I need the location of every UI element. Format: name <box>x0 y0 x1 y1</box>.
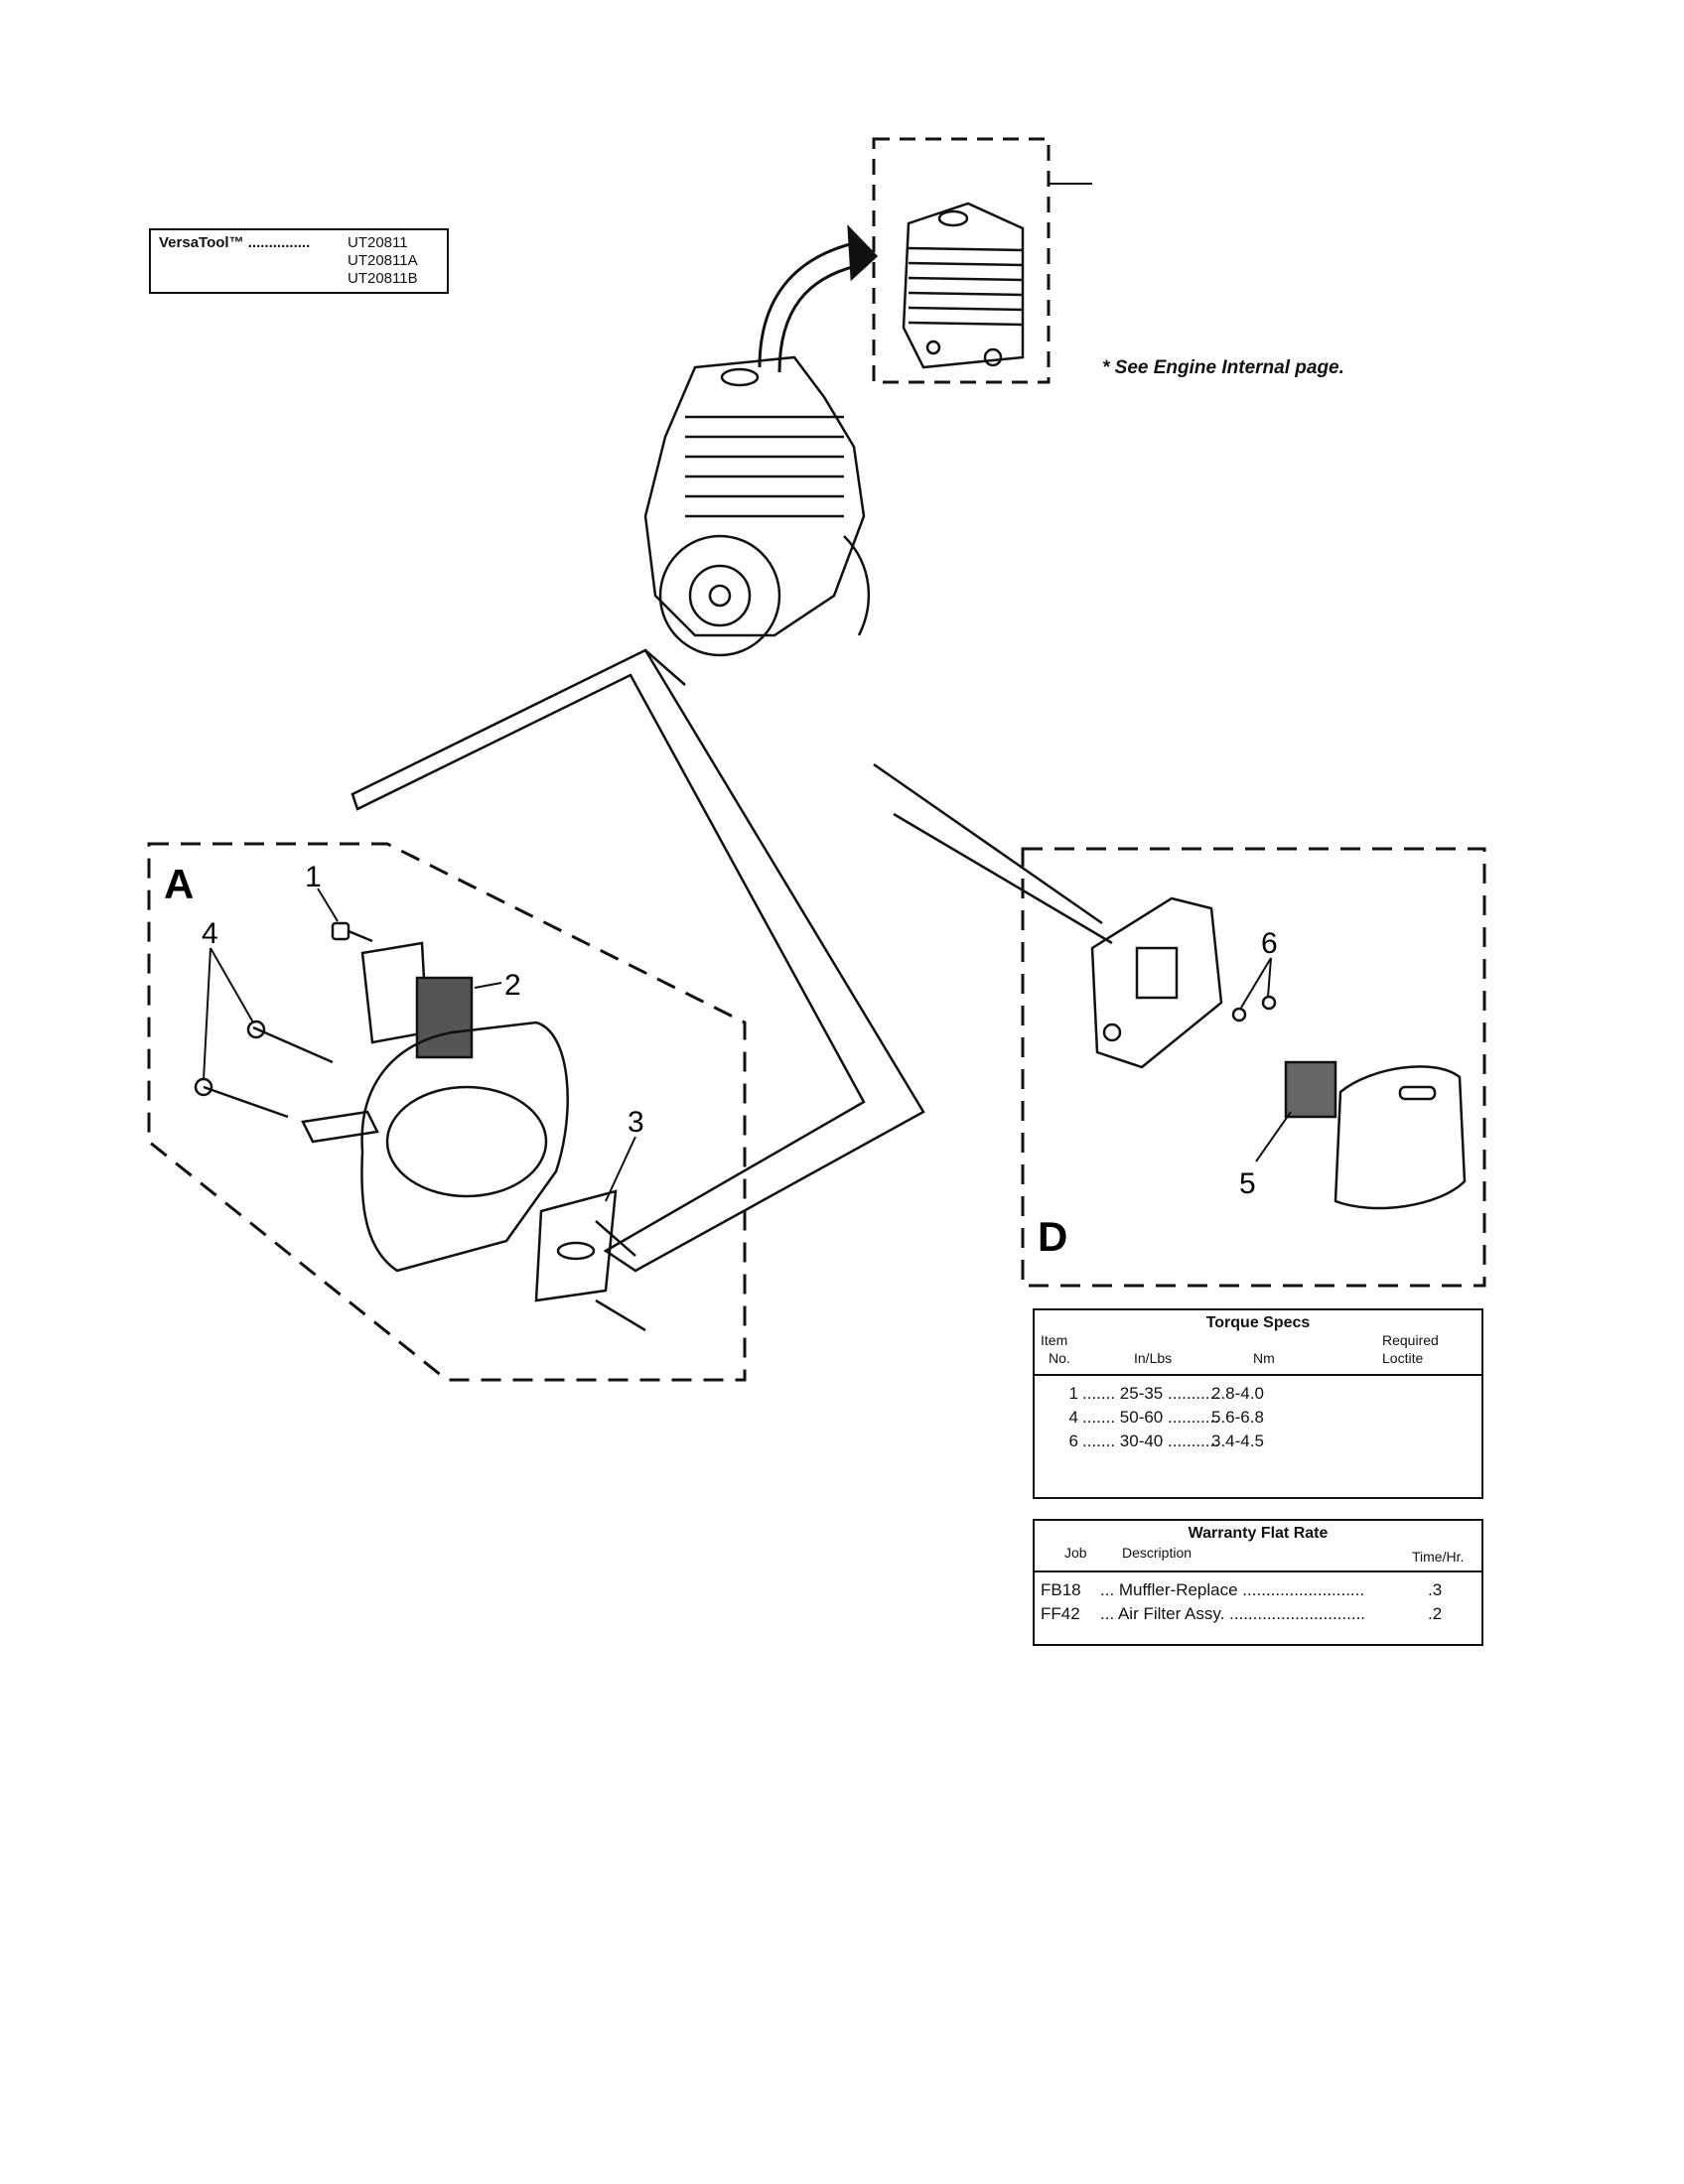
torque-item: 6 <box>1068 1432 1078 1450</box>
warranty-description: ... Muffler-Replace ....................… <box>1100 1580 1365 1599</box>
section-a-outline: A <box>147 842 747 1382</box>
warranty-table: Warranty Flat Rate Job Description Time/… <box>1033 1519 1483 1646</box>
header-time: Time/Hr. <box>1412 1549 1465 1565</box>
header-in-lbs: In/Lbs <box>1134 1350 1173 1366</box>
connection-lines <box>351 648 1113 1332</box>
leader-lines <box>203 887 1292 1202</box>
torque-specs-title: Torque Specs <box>1205 1314 1311 1331</box>
part-label-1: 1 <box>305 861 322 893</box>
part-label-4: 4 <box>202 917 218 950</box>
engine-internal-box <box>872 137 1092 384</box>
table-row: 6 ....... 30-40 ........... 3.4-4.5 <box>1035 1430 1481 1453</box>
model-box: VersaTool™ ............... UT20811 UT208… <box>149 228 449 294</box>
model-code-1: UT20811 <box>348 234 408 251</box>
table-row: FB18 ... Muffler-Replace ...............… <box>1035 1578 1481 1602</box>
header-job: Job <box>1064 1545 1087 1561</box>
torque-item: 1 <box>1068 1384 1078 1403</box>
warranty-title: Warranty Flat Rate <box>1188 1525 1329 1542</box>
warranty-time: .3 <box>1428 1580 1443 1599</box>
table-row: FF42 ... Air Filter Assy. ..............… <box>1035 1602 1481 1626</box>
header-item: Item <box>1041 1332 1068 1348</box>
cylinder-illustration <box>902 202 1025 369</box>
warranty-description: ... Air Filter Assy. ...................… <box>1100 1604 1366 1623</box>
part-label-5: 5 <box>1239 1167 1256 1200</box>
torque-item: 4 <box>1068 1408 1078 1427</box>
header-description: Description <box>1122 1545 1193 1561</box>
header-required: Required <box>1382 1332 1439 1348</box>
warranty-job: FF42 <box>1041 1604 1080 1623</box>
section-d-outline: D <box>1021 847 1486 1288</box>
model-code-2: UT20811A <box>348 252 418 269</box>
muffler-assembly <box>194 921 618 1302</box>
curved-arrow-icon <box>758 224 879 373</box>
section-d-label: D <box>1038 1213 1067 1260</box>
torque-nm: 5.6-6.8 <box>1211 1408 1264 1427</box>
warranty-time: .2 <box>1428 1604 1443 1623</box>
engine-illustration <box>643 355 870 657</box>
table-row: 1 ....... 25-35 ........... 2.8-4.0 <box>1035 1382 1481 1406</box>
torque-in-lbs: ....... 50-60 ........... <box>1082 1408 1219 1427</box>
part-label-6: 6 <box>1261 927 1278 960</box>
part-label-3: 3 <box>628 1106 644 1139</box>
model-code-3: UT20811B <box>348 270 418 287</box>
header-nm: Nm <box>1253 1350 1275 1366</box>
torque-in-lbs: ....... 25-35 ........... <box>1082 1384 1219 1403</box>
header-no: No. <box>1049 1350 1070 1366</box>
warranty-job: FB18 <box>1041 1580 1081 1599</box>
torque-nm: 3.4-4.5 <box>1211 1432 1264 1450</box>
engine-internal-callout: * See Engine Internal page. <box>1102 357 1344 378</box>
part-number-labels: 1 4 2 3 6 5 <box>202 861 1278 1200</box>
air-filter-assembly <box>1090 896 1467 1210</box>
header-loctite: Loctite <box>1382 1350 1424 1366</box>
model-name: VersaTool™ ............... <box>159 234 311 251</box>
table-row: 4 ....... 50-60 ........... 5.6-6.8 <box>1035 1406 1481 1430</box>
warranty-header: Job Description Time/Hr. <box>1035 1543 1481 1572</box>
torque-specs-table: Torque Specs Item No. In/Lbs Nm Required… <box>1033 1308 1483 1499</box>
part-label-2: 2 <box>504 969 521 1002</box>
torque-in-lbs: ....... 30-40 ........... <box>1082 1432 1219 1450</box>
section-a-label: A <box>164 861 194 907</box>
torque-nm: 2.8-4.0 <box>1211 1384 1264 1403</box>
torque-specs-header: Item No. In/Lbs Nm Required Loctite <box>1035 1332 1481 1376</box>
